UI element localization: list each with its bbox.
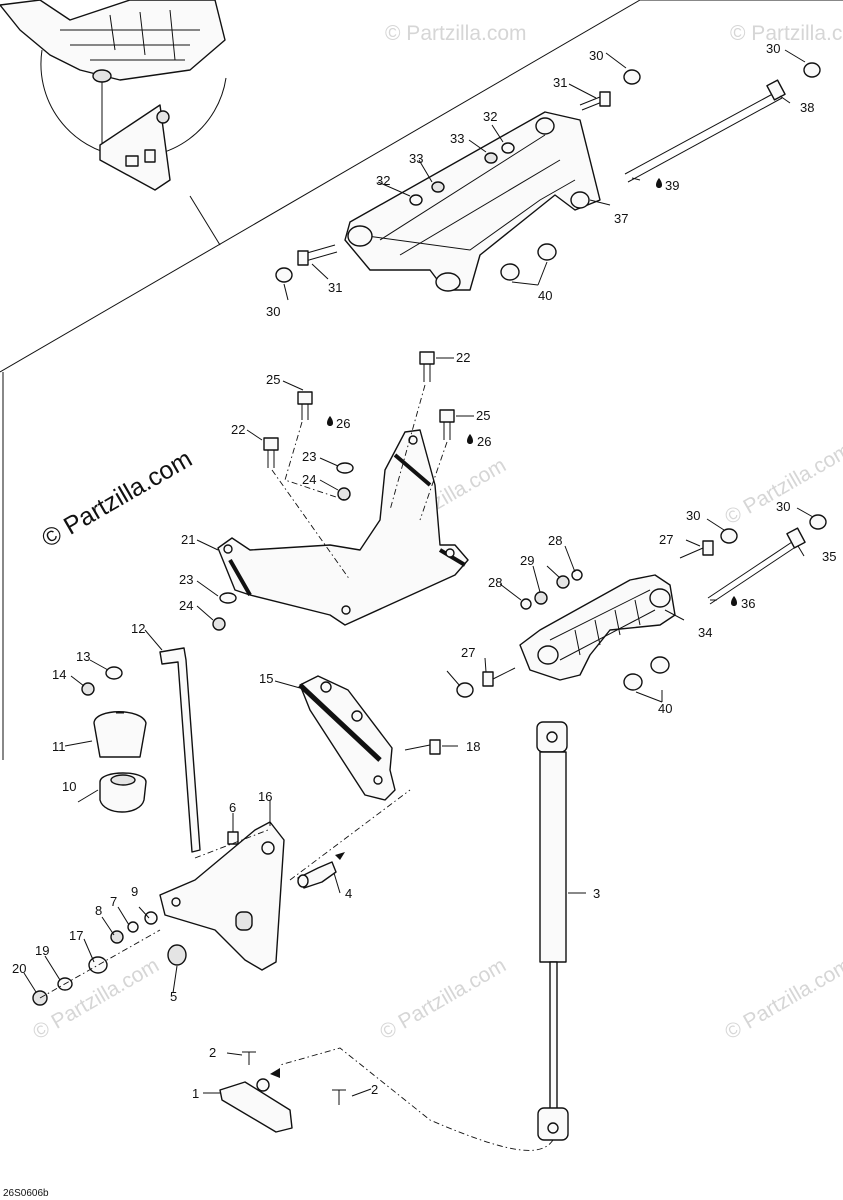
shift-rod-assembly [81,647,201,853]
oil-drop-icon [467,434,473,444]
lever-plate [32,789,411,1006]
callout-label: 5 [170,989,177,1004]
callout-labels: 1 2 2 3 4 5 6 7 8 9 10 11 12 13 14 15 16… [12,41,836,1101]
callout-label: 14 [52,667,66,682]
callout-label: 29 [520,553,534,568]
callout-label: 22 [231,422,245,437]
pedal-bracket [298,675,441,801]
callout-label: 40 [658,701,672,716]
oil-drop-icon [731,596,737,606]
direction-arrows [270,852,345,1078]
lubricant-drop-icons [327,178,737,606]
callout-label: 34 [698,625,712,640]
callout-label: 30 [686,508,700,523]
callout-label: 39 [665,178,679,193]
callout-label: 31 [328,280,342,295]
callout-label: 12 [131,621,145,636]
callout-label: 15 [259,671,273,686]
watermark: © Partzilla.com [730,22,843,45]
detail-view-circle [0,0,227,246]
callout-label: 37 [614,211,628,226]
callout-label: 11 [52,739,66,754]
callout-label: 28 [548,533,562,548]
callout-label: 1 [192,1086,199,1101]
callout-label: 27 [659,532,673,547]
leader-lines [23,49,814,1097]
callout-label: 40 [538,288,552,303]
watermark: © Partzilla.com [376,954,510,1045]
callout-label: 28 [488,575,502,590]
callout-label: 35 [822,549,836,564]
callout-label: 33 [409,151,423,166]
callout-label: 26 [477,434,491,449]
callout-label: 18 [466,739,480,754]
callout-label: 23 [179,572,193,587]
callout-label: 30 [766,41,780,56]
callout-label: 33 [450,131,464,146]
figure-code: 26S0606b [3,1188,49,1199]
callout-label: 21 [181,532,195,547]
callout-label: 8 [95,903,102,918]
callout-label: 27 [461,645,475,660]
callout-label: 26 [336,416,350,431]
callout-label: 13 [76,649,90,664]
callout-label: 22 [456,350,470,365]
callout-label: 25 [266,372,280,387]
watermark: © Partzilla.com [385,22,527,45]
callout-label: 20 [12,961,26,976]
callout-label: 2 [209,1045,216,1060]
oil-drop-icon [327,416,333,426]
callout-label: 16 [258,789,272,804]
callout-label: 31 [553,75,567,90]
upper-rear-arm-assembly [275,62,821,292]
callout-label: 30 [776,499,790,514]
gas-shock [279,721,569,1151]
callout-label: 17 [69,928,83,943]
callout-label: 24 [302,472,316,487]
callout-label: 25 [476,408,490,423]
mount-bracket [219,1051,346,1133]
callout-label: 2 [371,1082,378,1097]
callout-label: 30 [266,304,280,319]
callout-label: 19 [35,943,49,958]
section-divider [0,0,843,760]
callout-label: 4 [345,886,352,901]
callout-label: 36 [741,596,755,611]
callout-label: 3 [593,886,600,901]
callout-label: 6 [229,800,236,815]
callout-label: 32 [483,109,497,124]
callout-label: 24 [179,598,193,613]
callout-label: 32 [376,173,390,188]
callout-label: 38 [800,100,814,115]
callout-label: 30 [589,48,603,63]
callout-label: 7 [110,894,117,909]
copyright-text: © Partzilla.com [37,445,197,553]
lower-rear-arm-assembly [456,514,827,698]
watermark: © Partzilla.com [721,954,843,1045]
watermark: © Partzilla.com [721,439,843,530]
callout-label: 23 [302,449,316,464]
front-bracket [212,351,469,631]
oil-drop-icon [656,178,662,188]
callout-label: 9 [131,884,138,899]
callout-label: 10 [62,779,76,794]
